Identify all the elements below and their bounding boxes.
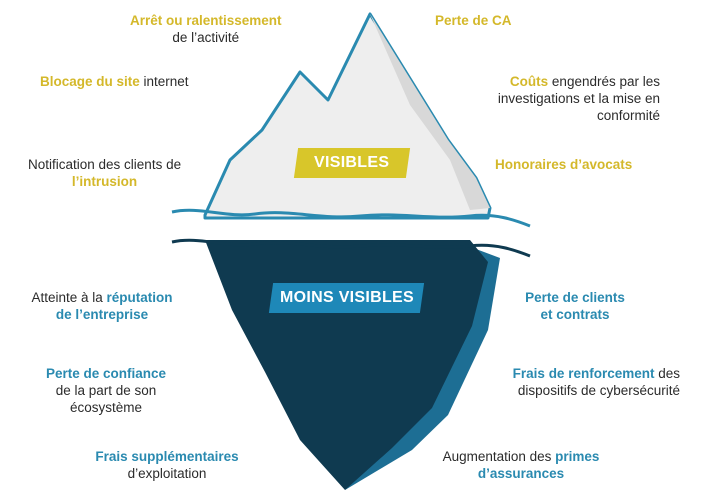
arret-label: Arrêt ou ralentissement de l’activité bbox=[130, 13, 282, 45]
confiance-label: Perte de confiance de la part de son éco… bbox=[45, 366, 167, 415]
blocage-label: Blocage du site internet bbox=[40, 74, 189, 89]
water-line-top bbox=[171, 208, 531, 228]
frais-supp-label: Frais supplémentaires d’exploitation bbox=[95, 449, 239, 481]
couts-label: Coûts engendrés par les investigations e… bbox=[497, 74, 660, 123]
primes-label: Augmentation des primes d’assurances bbox=[442, 449, 600, 481]
iceberg-visible-shadow bbox=[370, 14, 490, 210]
perte-ca-label: Perte de CA bbox=[435, 13, 512, 28]
reputation-label: Atteinte à la réputation de l’entreprise bbox=[31, 290, 173, 322]
renforcement-label: Frais de renforcement des dispositifs de… bbox=[512, 366, 680, 398]
honoraires-label: Honoraires d’avocats bbox=[495, 157, 633, 172]
notification-label: Notification des clients de l’intrusion bbox=[28, 157, 182, 189]
visible-tag: VISIBLES bbox=[293, 148, 411, 178]
clients-label: Perte de clients et contrats bbox=[525, 290, 625, 322]
hidden-tag: MOINS VISIBLES bbox=[268, 283, 425, 313]
water-line-bottom bbox=[171, 238, 531, 258]
